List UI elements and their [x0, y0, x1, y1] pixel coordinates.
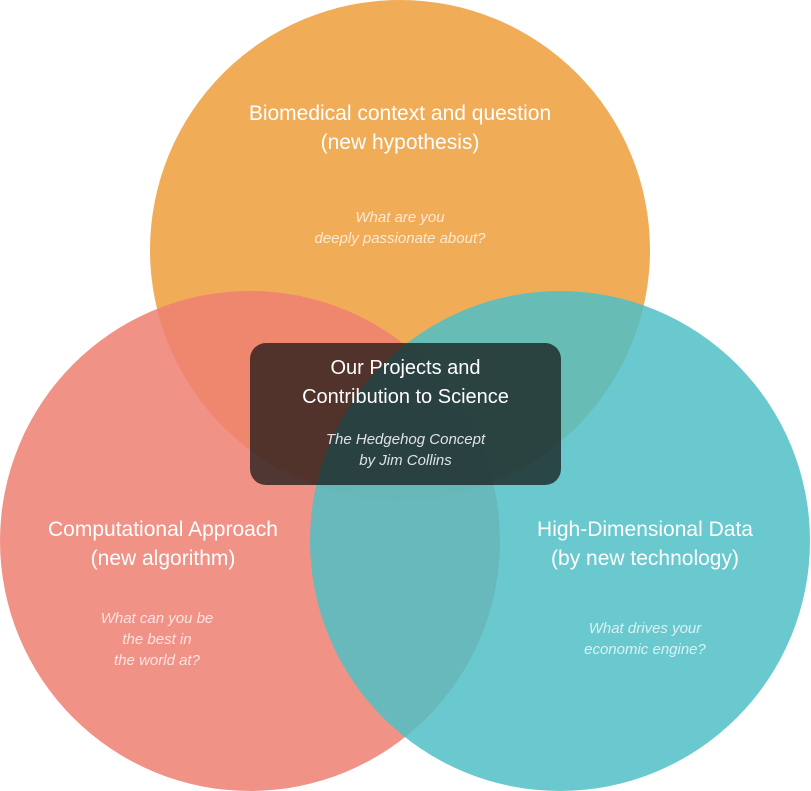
subtitle-line: by Jim Collins: [359, 452, 452, 469]
center-title: Our Projects and Contribution to Science: [250, 354, 561, 412]
title-line: (new algorithm): [90, 547, 236, 570]
data-title: High-Dimensional Data (by new technology…: [480, 515, 810, 573]
question-line: What are you: [355, 209, 445, 226]
center-box: Our Projects and Contribution to Science…: [250, 343, 561, 485]
center-subtitle: The Hedgehog Concept by Jim Collins: [250, 429, 561, 471]
question-line: the world at?: [114, 652, 200, 669]
question-line: What drives your: [588, 620, 702, 637]
title-line: Biomedical context and question: [248, 102, 552, 125]
question-line: the best in: [122, 631, 192, 648]
title-line: High-Dimensional Data: [537, 518, 753, 541]
title-line: (by new technology): [551, 547, 739, 570]
computational-question: What can you be the best in the world at…: [0, 608, 314, 671]
question-line: deeply passionate about?: [314, 230, 486, 247]
data-question: What drives your economic engine?: [480, 618, 810, 660]
subtitle-line: The Hedgehog Concept: [325, 431, 486, 448]
computational-title: Computational Approach (new algorithm): [0, 515, 326, 573]
biomedical-question: What are you deeply passionate about?: [150, 207, 650, 249]
title-line: Our Projects and: [330, 357, 481, 379]
question-line: economic engine?: [584, 641, 706, 658]
title-line: (new hypothesis): [320, 131, 480, 154]
title-line: Contribution to Science: [302, 386, 509, 408]
biomedical-title: Biomedical context and question (new hyp…: [150, 99, 650, 157]
title-line: Computational Approach: [48, 518, 278, 541]
question-line: What can you be: [100, 610, 214, 627]
